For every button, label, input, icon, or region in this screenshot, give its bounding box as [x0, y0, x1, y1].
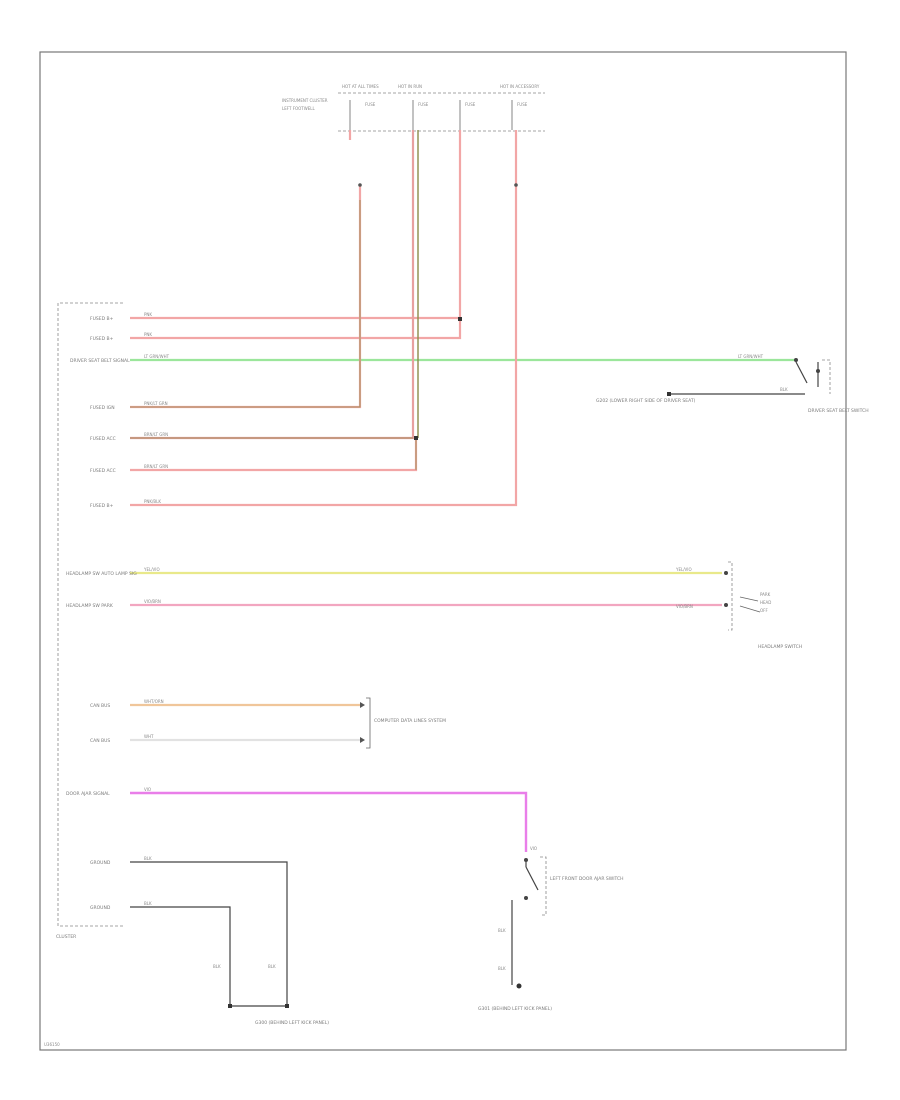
ground-wire-2: BLK: [268, 964, 276, 969]
fuse-box-label-9: FUSE: [517, 102, 528, 107]
pin-label-fused-ign: FUSED IGN: [90, 405, 115, 411]
wire-label-4: BRN/LT GRN: [144, 432, 168, 437]
pin-label-fused-bplus-3: FUSED B+: [90, 503, 114, 509]
cluster-wire-labels: PNK PNK LT GRN/WHT PNK/LT GRN BRN/LT GRN…: [143, 312, 170, 906]
wire-fused-ign: [130, 130, 362, 409]
wire-label-9: WHT/ORN: [144, 699, 164, 704]
wire-fused-acc: [130, 130, 419, 472]
wire-label-5: BRN/LT GRN: [144, 464, 168, 469]
wire-label-13: BLK: [144, 901, 152, 906]
wire-can-bus-1: [130, 702, 365, 708]
pin-label-seat-belt: DRIVER SEAT BELT SIGNAL: [70, 358, 130, 364]
pin-label-fused-bplus-1: FUSED B+: [90, 316, 114, 322]
wire-label-11: VIO: [144, 787, 151, 792]
headlamp-pos-head: HEAD: [760, 600, 771, 605]
cluster-ground-label: G300 (BEHIND LEFT KICK PANEL): [255, 1020, 329, 1026]
fuse-box-label-8: FUSE: [465, 102, 476, 107]
pin-label-headlamp-park: HEADLAMP SW PARK: [66, 603, 114, 609]
pin-label-headlamp-auto: HEADLAMP SW AUTO LAMP SIG: [66, 571, 137, 577]
fuse-box-label-3: HOT IN ACCESSORY: [500, 84, 540, 89]
pin-label-can-bus-2: CAN BUS: [90, 738, 110, 744]
wire-label-12: BLK: [144, 856, 152, 861]
wire-label-3: PNK/LT GRN: [144, 401, 168, 406]
seat-belt-ground-label: G202 (LOWER RIGHT SIDE OF DRIVER SEAT): [596, 398, 696, 404]
door-switch-wire-top: VIO: [530, 846, 537, 851]
seat-belt-switch-label: DRIVER SEAT BELT SWITCH: [808, 408, 869, 414]
diagram-id: U36150: [44, 1042, 60, 1047]
door-switch-ground: G301 (BEHIND LEFT KICK PANEL): [478, 1006, 552, 1012]
fuse-box-label-6: FUSE: [365, 102, 376, 107]
network-bracket: [366, 697, 371, 749]
wire-can-bus-2: [130, 737, 365, 743]
wire-label-1: PNK: [144, 332, 152, 337]
diagram-frame: [39, 51, 847, 1051]
wire-label-10: WHT: [144, 734, 154, 739]
headlamp-switch-wire-auto: YEL/VIO: [675, 567, 692, 572]
pin-label-can-bus-1: CAN BUS: [90, 703, 110, 709]
cluster-label: CLUSTER: [56, 934, 76, 940]
fuse-box-label-2: HOT IN RUN: [398, 84, 422, 89]
splice-ign: [358, 183, 362, 187]
wire-label-6: PNK/BLK: [144, 499, 161, 504]
seat-belt-switch-wire: LT GRN/WHT: [738, 354, 764, 359]
headlamp-pos-off: OFF: [760, 608, 768, 613]
pin-label-ground-1: GROUND: [90, 860, 111, 866]
headlamp-pos-park: PARK: [760, 592, 771, 597]
wire-grounds: BLK BLK G300 (BEHIND LEFT KICK PANEL): [130, 861, 329, 1026]
door-switch-wire-1: BLK: [498, 928, 506, 933]
headlamp-switch-wire-park: VIO/BRN: [676, 604, 693, 609]
pin-label-fused-bplus-2: FUSED B+: [90, 336, 114, 342]
fuse-box-label-5: LEFT FOOTWELL: [282, 106, 315, 111]
pin-label-fused-acc-1: FUSED ACC: [90, 436, 116, 442]
door-switch-label: LEFT FRONT DOOR AJAR SWITCH: [550, 876, 624, 882]
pin-label-ground-2: GROUND: [90, 905, 111, 911]
wire-label-7: YEL/VIO: [143, 567, 160, 572]
wire-fused-bplus-1: [130, 130, 462, 340]
pin-label-door-ajar: DOOR AJAR SIGNAL: [66, 791, 110, 797]
door-switch-wire-2: BLK: [498, 966, 506, 971]
door-ajar-switch: LEFT FRONT DOOR AJAR SWITCH BLK BLK G301…: [478, 856, 624, 1012]
wire-label-8: VIO/BRN: [144, 599, 161, 604]
headlamp-switch-label: HEADLAMP SWITCH: [758, 644, 802, 650]
wire-label-2: LT GRN/WHT: [144, 354, 170, 359]
cluster-outline: [57, 302, 123, 927]
pin-label-fused-acc-2: FUSED ACC: [90, 468, 116, 474]
headlamp-switch: PARK HEAD OFF HEADLAMP SWITCH: [724, 561, 802, 650]
wire-door-ajar: [130, 791, 528, 852]
fuse-box-label-7: FUSE: [418, 102, 429, 107]
wire-fused-bplus-2: [130, 130, 518, 507]
cluster-pin-labels: FUSED B+ FUSED B+ DRIVER SEAT BELT SIGNA…: [66, 316, 137, 911]
network-label: COMPUTER DATA LINES SYSTEM: [374, 718, 446, 724]
seat-belt-ground-wire: BLK: [780, 387, 788, 392]
splice-bplus: [514, 183, 518, 187]
wire-label-0: PNK: [144, 312, 152, 317]
fuse-box: HOT AT ALL TIMES HOT IN RUN HOT IN ACCES…: [282, 84, 545, 132]
ground-wire-1: BLK: [213, 964, 221, 969]
seat-belt-switch: DRIVER SEAT BELT SWITCH G202 (LOWER RIGH…: [596, 358, 869, 414]
fuse-box-label-1: HOT AT ALL TIMES: [342, 84, 379, 89]
fuse-box-label-4: INSTRUMENT CLUSTER: [282, 98, 328, 103]
